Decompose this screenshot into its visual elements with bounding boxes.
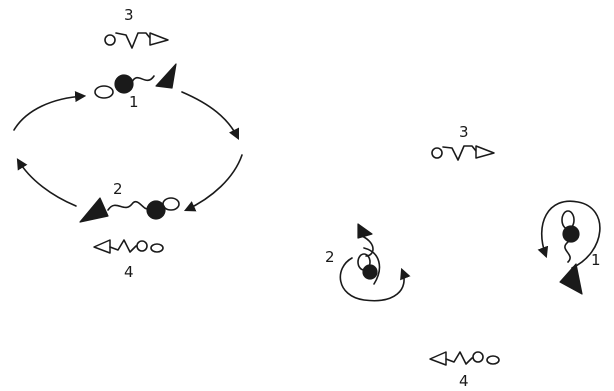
rotating-molecule-2-right	[358, 224, 379, 284]
label-4-bottom-left: 4	[124, 263, 134, 281]
arrow-rotation-left	[340, 258, 404, 301]
left-cycle-panel: 3 1 2	[14, 6, 242, 281]
label-3-right: 3	[459, 123, 469, 141]
molecule-4-bottom-left	[94, 240, 163, 253]
arrow-cycle-top-left	[14, 96, 84, 130]
rotating-molecule-1-right	[560, 211, 582, 294]
label-4-right: 4	[459, 372, 469, 390]
label-1-right: 1	[591, 251, 601, 269]
arrow-cycle-bottom-left	[18, 160, 76, 206]
molecule-2-bottom-left	[80, 198, 179, 222]
molecule-3-right	[432, 146, 494, 160]
label-1-top-left: 1	[129, 93, 139, 111]
label-3-top-left: 3	[124, 6, 134, 24]
right-rotation-panel: 3 2 1 4	[325, 123, 601, 390]
arrow-cycle-top-right	[182, 92, 238, 138]
label-2-right: 2	[325, 248, 335, 266]
molecule-3-top-left	[105, 33, 168, 48]
molecule-4-right	[430, 352, 499, 365]
label-2-bottom-left: 2	[113, 180, 123, 198]
arrow-cycle-bottom-right	[186, 155, 242, 210]
